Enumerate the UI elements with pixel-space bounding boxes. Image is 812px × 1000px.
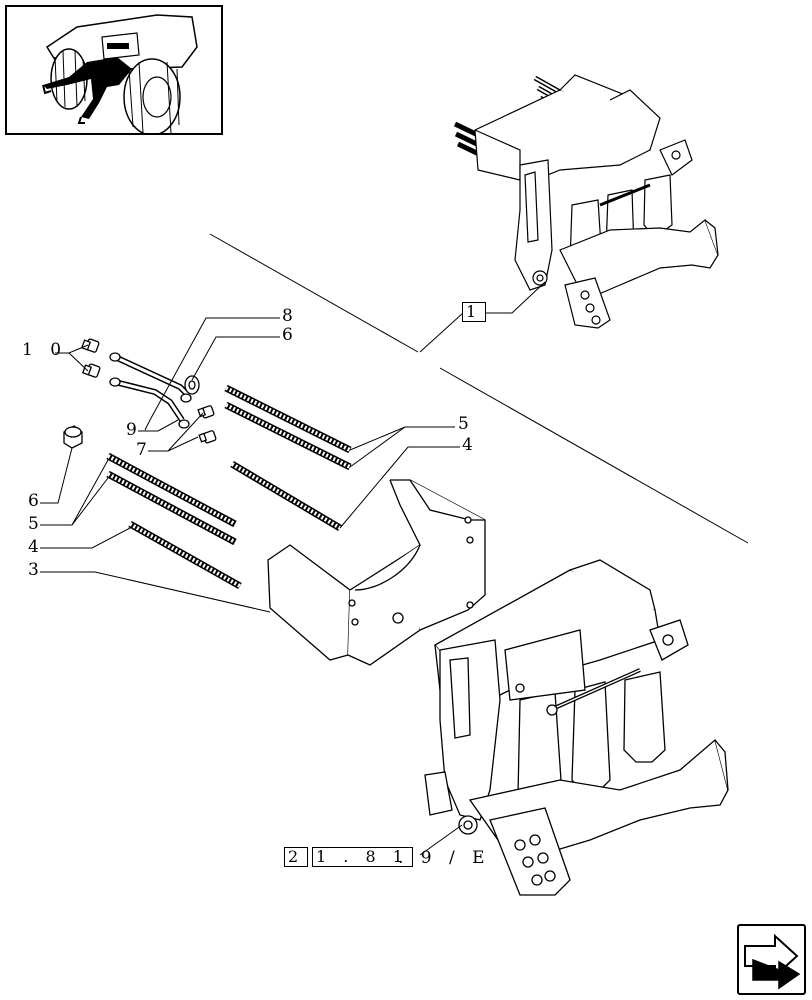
part-3-spacer-block	[267, 479, 486, 666]
pipe-part-9	[114, 379, 185, 422]
rod-part-4-upper	[230, 460, 342, 532]
reference-box-section[interactable]: 1 . 8 1	[312, 847, 413, 867]
callout-7: 7	[136, 440, 153, 460]
separator-line	[439, 367, 749, 544]
next-page-button[interactable]	[737, 924, 806, 995]
hitch-assembly-small	[453, 74, 719, 329]
fitting-part-7-b	[198, 430, 217, 444]
callout-6-lower: 6	[28, 491, 45, 511]
hitch-assembly-large	[424, 559, 729, 896]
next-page-arrow-icon	[744, 933, 801, 990]
fitting-part-10-a	[80, 338, 100, 353]
leader-lines	[40, 281, 546, 856]
callout-4-right: 4	[462, 435, 479, 455]
callout-9: 9	[126, 420, 143, 440]
callout-5-right: 5	[458, 414, 475, 434]
bushing-part-6-lower	[63, 425, 83, 449]
separator-line	[209, 233, 419, 353]
reference-suffix: . 9 / E	[398, 848, 491, 868]
tractor-location-icon	[42, 14, 198, 133]
fitting-part-10-b	[81, 363, 101, 378]
threaded-rods	[106, 384, 352, 590]
callout-4-left: 4	[28, 537, 45, 557]
callout-5-left: 5	[28, 514, 45, 534]
callout-6-upper: 6	[282, 325, 299, 345]
callout-8: 8	[282, 306, 299, 326]
callout-10: 1 0	[22, 340, 68, 360]
location-thumbnail	[5, 5, 223, 135]
fitting-part-7-a	[197, 405, 215, 419]
reference-box-2[interactable]: 2	[284, 847, 309, 867]
reference-box-1[interactable]: 1	[462, 302, 487, 322]
bushing-part-6-upper	[184, 375, 200, 395]
callout-3: 3	[28, 560, 45, 580]
